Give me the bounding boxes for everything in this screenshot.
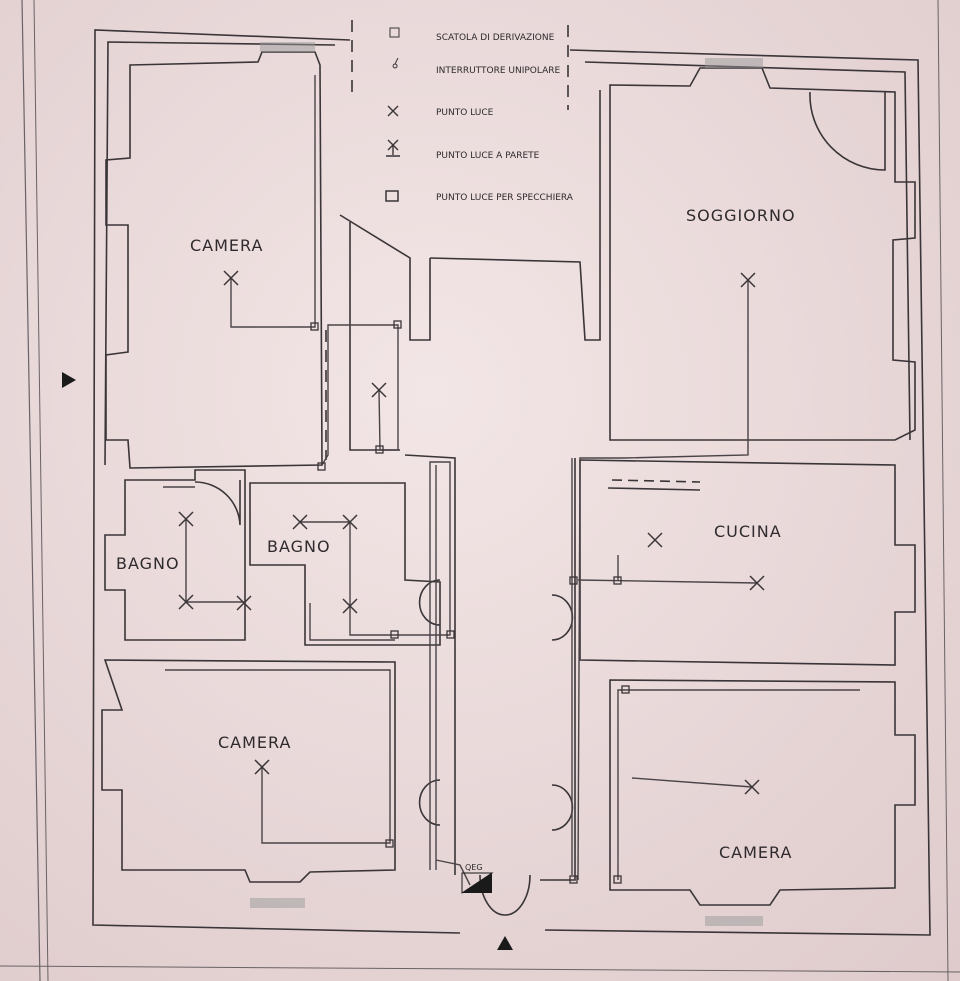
- light-point-icon: [387, 105, 399, 117]
- junction-boxes: [310, 320, 630, 884]
- room-label-bagno: BAGNO: [116, 554, 180, 573]
- entrance-arrow-icon: [497, 936, 513, 950]
- legend-label: PUNTO LUCE A PARETE: [436, 151, 540, 161]
- electrical-circuits: [163, 75, 860, 886]
- room-label-camera: CAMERA: [719, 843, 792, 862]
- panel-label: QEG: [465, 863, 483, 872]
- sheet-border: [21, 0, 41, 981]
- outer-walls: [92, 29, 931, 936]
- room-label-bagno: BAGNO: [267, 537, 331, 556]
- legend-label: PUNTO LUCE: [436, 108, 494, 118]
- light-points: [178, 270, 765, 795]
- legend: SCATOLA DI DERIVAZIONE INTERRUTTORE UNIP…: [385, 27, 574, 203]
- room-label-camera: CAMERA: [190, 236, 263, 255]
- sheet-border: [0, 965, 960, 973]
- wall-light-icon: [386, 139, 400, 157]
- mirror-light-icon: [385, 190, 399, 202]
- legend-label: SCATOLA DI DERIVAZIONE: [436, 33, 555, 43]
- sheet-border: [937, 0, 949, 981]
- panel: QEG: [461, 863, 494, 894]
- room-label-camera: CAMERA: [218, 733, 291, 752]
- room-label-cucina: CUCINA: [714, 522, 782, 541]
- legend-label: INTERRUTTORE UNIPOLARE: [436, 66, 561, 76]
- sheet-border: [33, 0, 49, 981]
- switch-icon: [392, 57, 399, 69]
- room-walls: [101, 20, 916, 926]
- entrance-arrow-icon: [62, 372, 76, 388]
- room-label-soggiorno: SOGGIORNO: [686, 206, 796, 225]
- legend-label: PUNTO LUCE PER SPECCHIERA: [436, 193, 574, 203]
- junction-box-icon: [389, 27, 400, 38]
